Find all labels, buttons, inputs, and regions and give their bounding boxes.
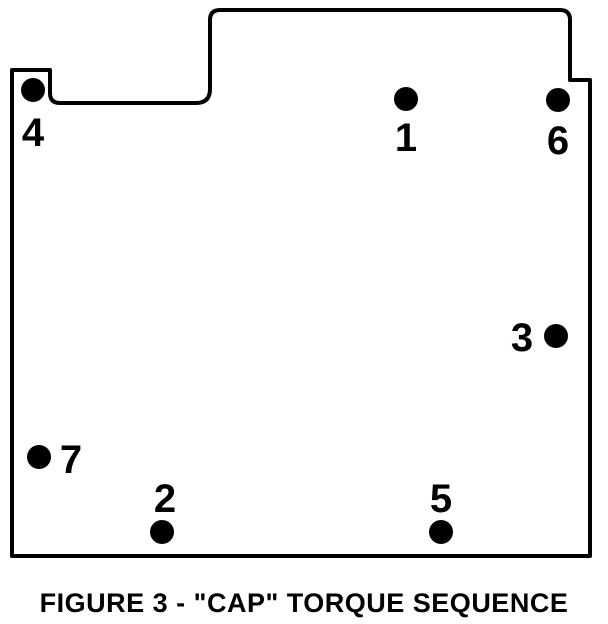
bolt-hole-4 [21, 78, 45, 102]
bolt-hole-2 [150, 520, 174, 544]
bolt-label-1: 1 [395, 116, 417, 160]
bolt-label-5: 5 [430, 477, 452, 521]
bolt-hole-3 [544, 324, 568, 348]
bolt-label-3: 3 [511, 316, 533, 360]
bolt-hole-1 [394, 87, 418, 111]
bolt-label-7: 7 [60, 438, 82, 482]
bolt-hole-7 [27, 445, 51, 469]
bolt-hole-5 [429, 520, 453, 544]
bolt-hole-6 [546, 88, 570, 112]
figure-caption: FIGURE 3 - "CAP" TORQUE SEQUENCE [39, 588, 569, 618]
bolt-label-2: 2 [154, 477, 176, 521]
bolt-label-6: 6 [547, 119, 569, 163]
cap-outline [10, 8, 592, 558]
bolt-label-4: 4 [22, 111, 45, 155]
